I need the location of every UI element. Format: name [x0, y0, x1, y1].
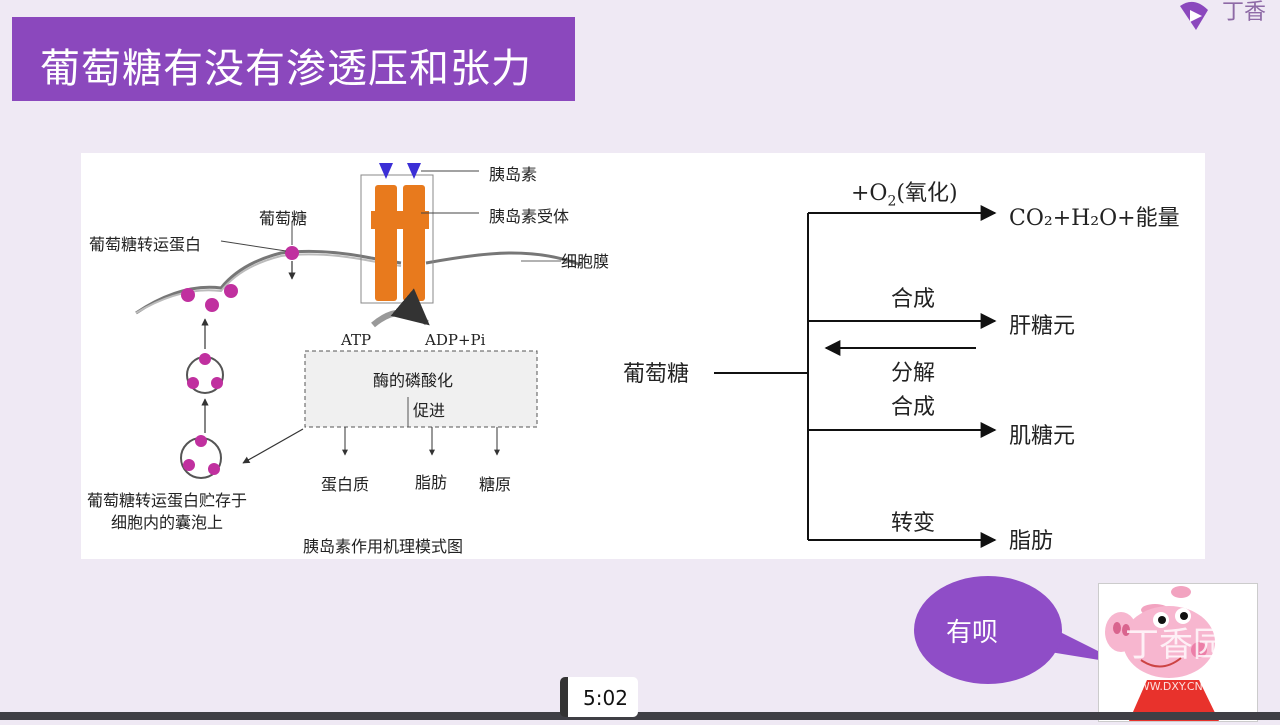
membrane-label: 细胞膜	[561, 252, 610, 271]
watermark-url: WWW.DXY.CN	[1128, 680, 1203, 693]
speech-bubble-text: 有呗	[946, 618, 999, 648]
decompose-label: 分解	[891, 361, 936, 386]
insulin-right	[407, 163, 421, 179]
logo-icon	[1180, 1, 1208, 30]
fat-flow-label: 脂肪	[1009, 529, 1054, 554]
oxidation-product: CO₂+H₂O+能量	[1009, 206, 1180, 231]
muscle-glycogen-label: 肌糖元	[1009, 424, 1076, 449]
fat-label: 脂肪	[415, 473, 448, 492]
receptor-right	[403, 185, 425, 301]
glucose-label: 葡萄糖	[259, 209, 308, 228]
video-progress-bar[interactable]	[0, 712, 1280, 720]
glycogen-label: 糖原	[479, 475, 512, 494]
dingxiang-logo	[1176, 0, 1280, 32]
adp-label: ADP+Pi	[425, 331, 486, 349]
atp-label: ATP	[341, 331, 372, 349]
receptor-left	[375, 185, 397, 301]
enzyme-label: 酶的磷酸化	[373, 371, 454, 390]
synth-muscle-label: 合成	[891, 395, 936, 420]
liver-glycogen-label: 肝糖元	[1009, 314, 1076, 339]
receptor-label: 胰岛素受体	[489, 207, 570, 226]
diagram-caption: 胰岛素作用机理模式图	[303, 537, 464, 556]
insulin-left	[379, 163, 393, 179]
time-badge	[560, 677, 638, 717]
video-timestamp: 5:02	[583, 686, 628, 710]
convert-label: 转变	[891, 511, 936, 536]
promote-label: 促进	[413, 401, 446, 420]
synth-liver-label: 合成	[891, 287, 936, 312]
logo-text: 丁香	[1222, 0, 1267, 25]
vesicle-label-2: 细胞内的囊泡上	[111, 513, 224, 532]
oxidation-label: +O2(氧化)	[851, 181, 958, 210]
diagram-graphics	[135, 163, 997, 548]
speech-bubble	[914, 576, 1062, 684]
title-banner	[12, 17, 575, 101]
transporter-label: 葡萄糖转运蛋白	[89, 235, 202, 254]
diagram-panel: 胰岛素 胰岛素受体 细胞膜 葡萄糖 葡萄糖转运蛋白 ATP ADP+Pi 酶的磷…	[81, 153, 1205, 559]
insulin-label: 胰岛素	[489, 165, 538, 184]
slide-title: 葡萄糖有没有渗透压和张力	[40, 46, 532, 92]
watermark-text: 丁香园	[1125, 625, 1227, 665]
vesicle-label-1: 葡萄糖转运蛋白贮存于	[87, 491, 248, 510]
pig-avatar-icon	[1105, 586, 1219, 721]
flow-source: 葡萄糖	[623, 362, 690, 387]
avatar-card	[1098, 583, 1258, 722]
protein-label: 蛋白质	[321, 475, 370, 494]
